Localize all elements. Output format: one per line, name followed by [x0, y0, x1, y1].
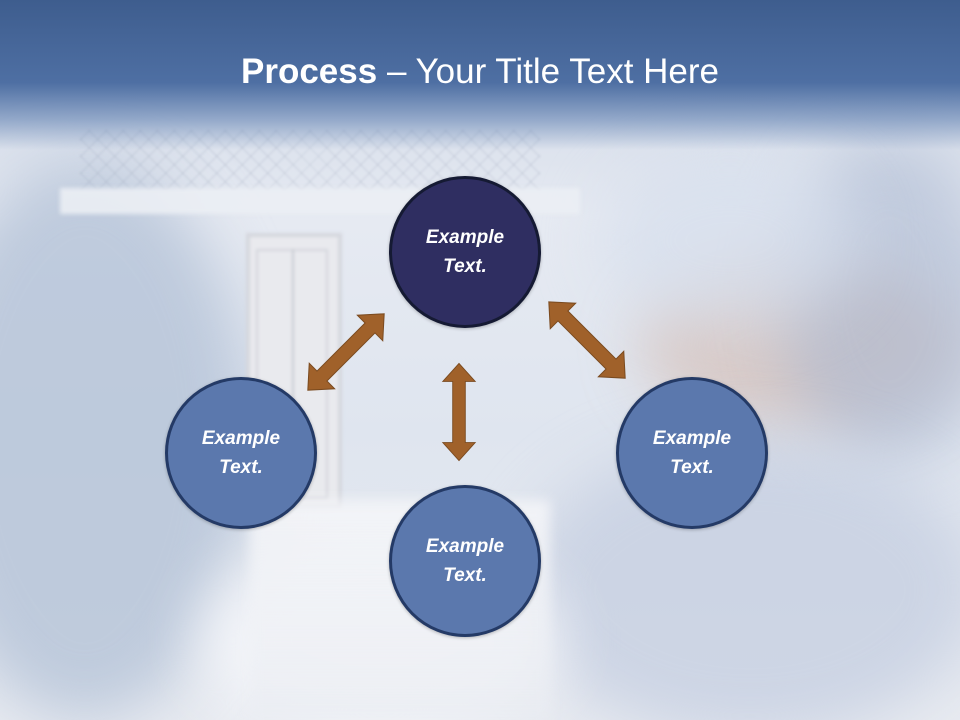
arrow-top-right-double-headed-icon[interactable] [535, 288, 639, 392]
node-text-line2: Text. [219, 457, 263, 478]
slide-title[interactable]: Process – Your Title Text Here [0, 52, 960, 92]
node-text-line1: Example [425, 536, 505, 557]
node-text-line2: Text. [670, 457, 714, 478]
process-node-top[interactable]: Example Text. [389, 176, 541, 328]
slide-title-rest: – Your Title Text Here [377, 52, 719, 91]
node-text-line1: Example [201, 428, 281, 449]
slide-title-bold: Process [241, 52, 378, 91]
process-node-left[interactable]: Example Text. [165, 377, 317, 529]
node-text-line1: Example [652, 428, 732, 449]
arrow-top-left-double-headed-icon[interactable] [294, 300, 398, 404]
title-band [0, 0, 960, 150]
arrow-vertical-double-headed-icon[interactable] [442, 362, 476, 462]
node-text-line1: Example [425, 227, 505, 248]
node-text-line2: Text. [443, 256, 487, 277]
node-text-line2: Text. [443, 565, 487, 586]
process-node-right[interactable]: Example Text. [616, 377, 768, 529]
process-node-bottom[interactable]: Example Text. [389, 485, 541, 637]
